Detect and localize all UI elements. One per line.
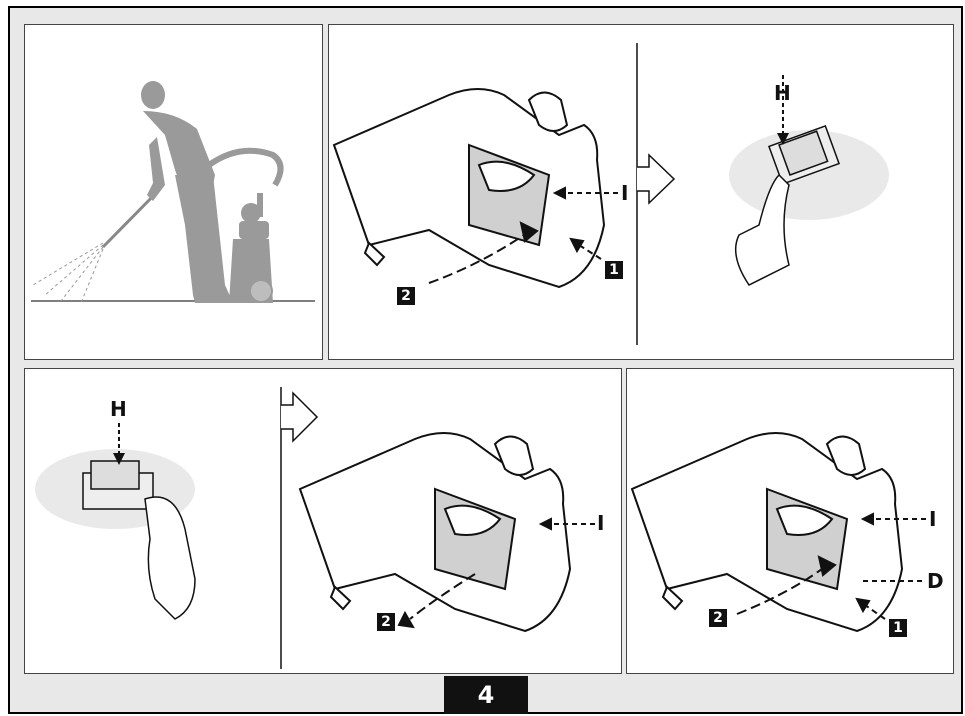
badge-step-2: 2 (377, 613, 395, 631)
next-step-arrow-icon (637, 155, 674, 203)
panel-release-lock: I D 1 2 (626, 368, 954, 674)
person-spraying-icon (25, 25, 324, 361)
next-step-arrow-icon (281, 393, 317, 441)
badge-step-2: 2 (709, 609, 727, 627)
panel-unlock-and-switch-on: H I 1 2 (328, 24, 954, 360)
label-switch-h: H (110, 399, 127, 419)
badge-step-2: 2 (397, 287, 415, 305)
spray-gun-icon (329, 25, 955, 361)
label-switch-h: H (774, 83, 791, 103)
figure-sheet: H I 1 2 (8, 6, 963, 714)
badge-step-1: 1 (889, 619, 907, 637)
label-trigger-lock-i: I (621, 183, 628, 203)
on-off-switch-icon (35, 423, 195, 619)
badge-step-1: 1 (605, 261, 623, 279)
on-off-switch-icon (729, 75, 889, 285)
panel-switch-off-and-lock: H I 2 (24, 368, 622, 674)
label-trigger-lock-i: I (929, 509, 936, 529)
panel-operator (24, 24, 323, 360)
label-trigger-release-d: D (927, 571, 944, 591)
label-trigger-lock-i: I (597, 513, 604, 533)
figure-number: 4 (444, 676, 528, 714)
